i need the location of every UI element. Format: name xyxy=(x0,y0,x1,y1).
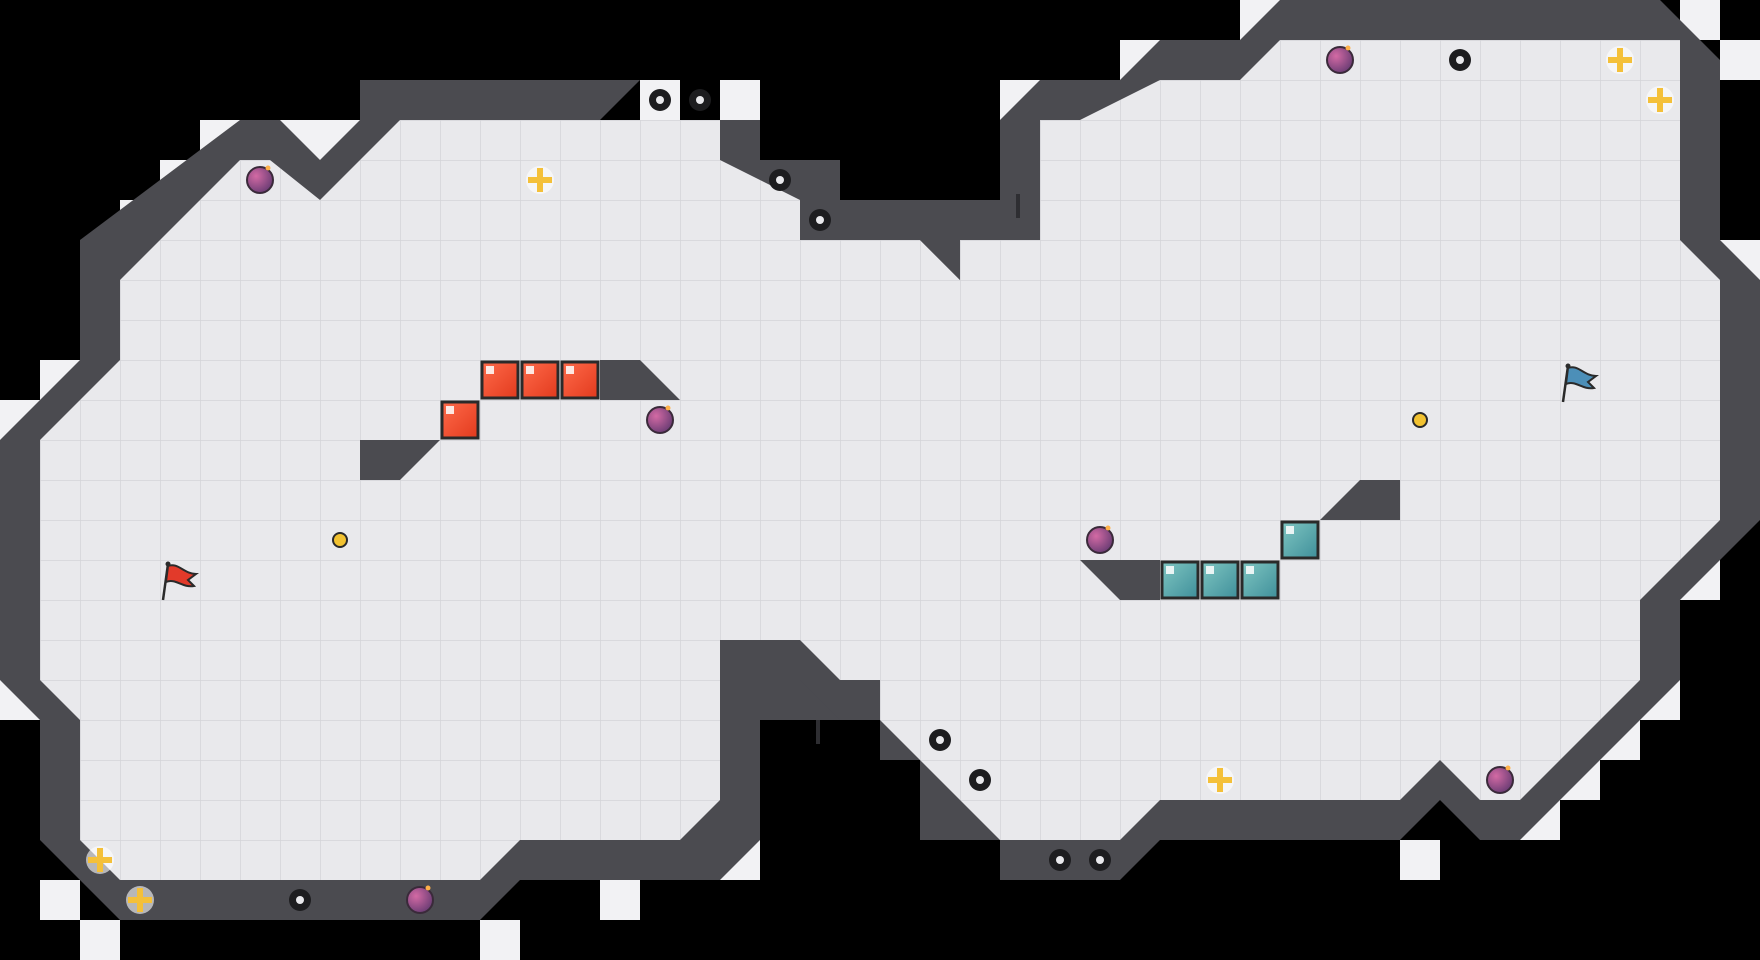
spike-icon xyxy=(809,209,831,231)
wall-ramp-red-top xyxy=(600,360,680,400)
teal-block-group xyxy=(1160,520,1320,600)
red-block[interactable] xyxy=(560,360,600,400)
spike-icon xyxy=(1049,849,1071,871)
spike-icon xyxy=(649,89,671,111)
spike-icon xyxy=(929,729,951,751)
plus-pickup-icon[interactable] xyxy=(126,886,154,914)
wall-ramp-blue-bottom xyxy=(1080,560,1160,600)
red-block[interactable] xyxy=(480,360,520,400)
spike-icon xyxy=(969,769,991,791)
red-block[interactable] xyxy=(440,400,480,440)
plus-pickup-icon[interactable] xyxy=(1646,86,1674,114)
spike-icon xyxy=(769,169,791,191)
wall-ramp-blue-right xyxy=(1320,480,1400,520)
wall-notch-top xyxy=(1016,194,1020,218)
plus-pickup-icon[interactable] xyxy=(1606,46,1634,74)
bomb-group xyxy=(246,45,1514,914)
spike-group xyxy=(289,49,1471,911)
bomb-icon[interactable] xyxy=(1326,45,1354,74)
spike-icon xyxy=(289,889,311,911)
teal-block[interactable] xyxy=(1280,520,1320,560)
spike-icon xyxy=(689,89,711,111)
blue-flag-icon[interactable] xyxy=(1561,363,1599,403)
coin-group xyxy=(332,412,1428,548)
red-flag-icon[interactable] xyxy=(161,561,199,601)
coin-icon[interactable] xyxy=(332,532,348,548)
bomb-icon[interactable] xyxy=(246,165,274,194)
arena xyxy=(0,0,1760,920)
teal-block[interactable] xyxy=(1240,560,1280,600)
wall-tooth-top xyxy=(920,240,960,280)
pickup-group xyxy=(86,46,1674,914)
coin-icon[interactable] xyxy=(1412,412,1428,428)
red-block-group xyxy=(440,360,600,440)
teal-block[interactable] xyxy=(1160,560,1200,600)
bomb-icon[interactable] xyxy=(1486,765,1514,794)
plus-pickup-icon[interactable] xyxy=(1206,766,1234,794)
bomb-icon[interactable] xyxy=(1086,525,1114,554)
bomb-icon[interactable] xyxy=(646,405,674,434)
plus-pickup-icon[interactable] xyxy=(526,166,554,194)
bomb-icon[interactable] xyxy=(406,885,434,914)
red-block[interactable] xyxy=(520,360,560,400)
plus-pickup-icon[interactable] xyxy=(86,846,114,874)
wall-notch-bottom xyxy=(816,720,820,744)
spike-icon xyxy=(1089,849,1111,871)
spike-icon xyxy=(1449,49,1471,71)
wall-tooth-bottom xyxy=(800,680,840,720)
teal-block[interactable] xyxy=(1200,560,1240,600)
wall-ramp-red-left xyxy=(360,440,440,480)
inner-walls xyxy=(360,194,1400,744)
arena-floor xyxy=(40,40,1720,880)
